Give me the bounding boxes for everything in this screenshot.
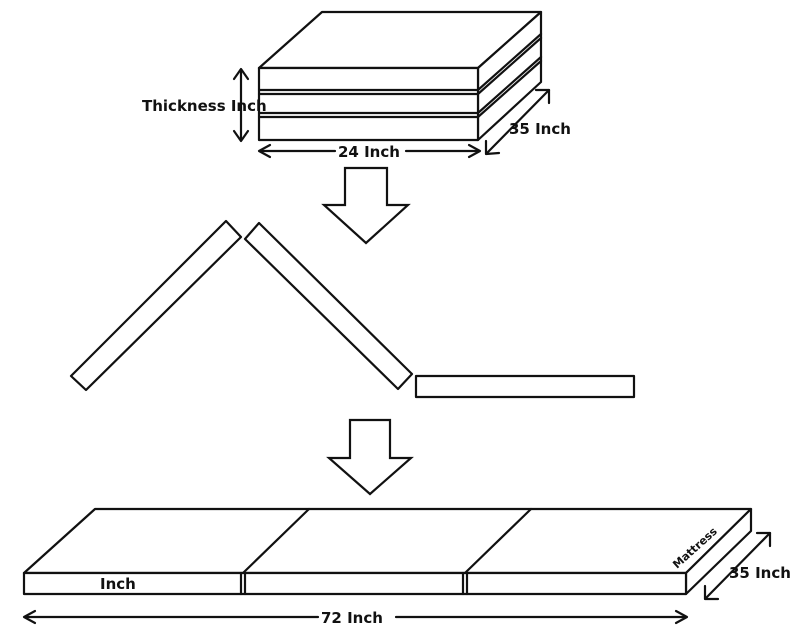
mattress-fold-seam (463, 507, 533, 575)
unfolded-mattress: Inch Mattress 35 Inch 72 Inch (22, 507, 791, 627)
mattress-front-face (22, 571, 688, 596)
stack-front-face (257, 66, 480, 142)
unfolding-panels (69, 219, 636, 399)
thickness-label: Thickness Inch (142, 97, 267, 115)
stack-side-layer-line (476, 55, 543, 115)
thickness-dimension-arrow (232, 67, 250, 143)
mattress-top-face (22, 507, 753, 575)
mattress-fold-seam (241, 507, 311, 575)
folded-stack: Thickness Inch 24 Inch 35 Inch (142, 10, 571, 161)
mattress-depth-dimension-arrow (703, 531, 772, 601)
stack-side-layer-line (476, 32, 543, 92)
length-dimension-arrow (22, 609, 689, 625)
down-arrow-2 (326, 418, 414, 496)
depth-dimension-arrow (484, 88, 551, 156)
depth-label: 35 Inch (509, 120, 571, 138)
length-label: 72 Inch (321, 609, 383, 627)
unfolding-panel-left (69, 219, 243, 392)
width-dimension-arrow (257, 143, 482, 159)
stack-side-layer-line (476, 36, 543, 96)
stack-side-layer-line (476, 59, 543, 119)
mattress-thickness-label: Inch (100, 575, 136, 593)
width-label: 24 Inch (338, 143, 400, 161)
unfolding-panel-flat (414, 374, 636, 399)
mattress-depth-label: 35 Inch (729, 564, 791, 582)
unfolding-panel-middle (243, 221, 414, 391)
down-arrow-1 (321, 166, 411, 245)
